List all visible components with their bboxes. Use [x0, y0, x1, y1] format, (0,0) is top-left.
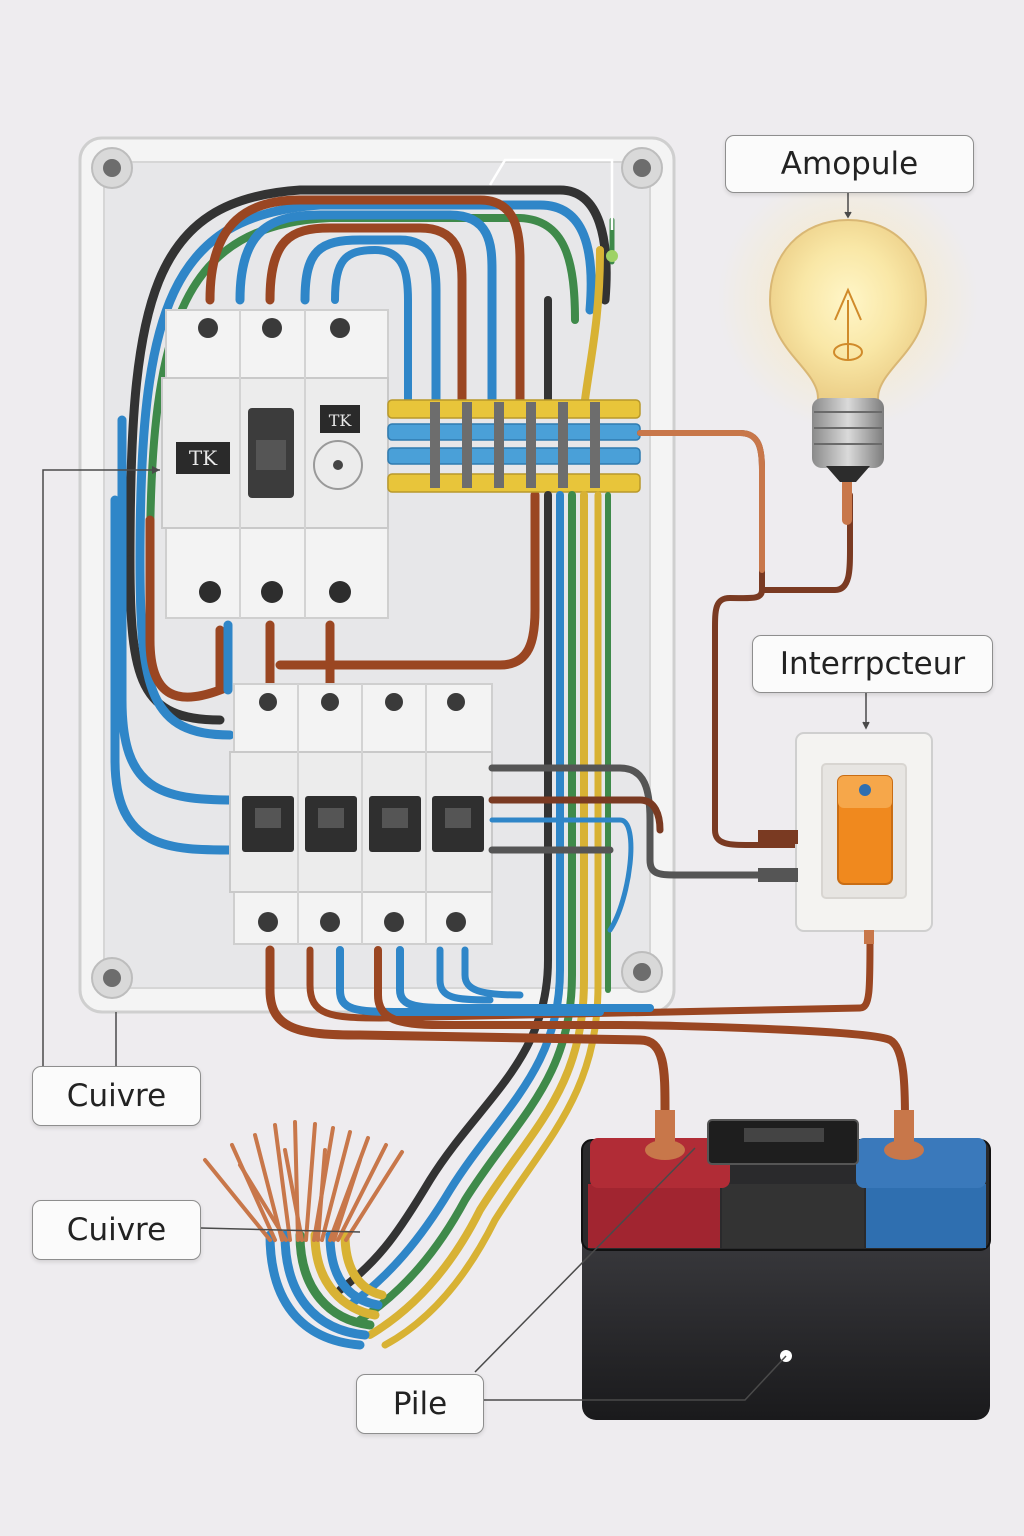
terminal-strip: [387, 399, 641, 493]
leader-lines: [42, 193, 870, 1401]
copper-strands-icon: [203, 1120, 404, 1242]
enclosure-screw-icon: [621, 147, 663, 189]
left-wire-bundle: [110, 415, 240, 855]
top-wire-bundle: [125, 185, 615, 565]
battery: [581, 1110, 991, 1420]
breaker-tag-left: TK: [189, 446, 218, 470]
test-dial-icon: [313, 440, 363, 490]
breaker-output-wires: [488, 764, 794, 933]
label-interrupteur: Interrpcteur: [752, 635, 993, 693]
enclosure-screw-icon: [91, 957, 133, 999]
bulb-base-icon: [812, 398, 884, 468]
label-cuivre-bottom: Cuivre: [32, 1200, 201, 1260]
breaker-tag-right: TK: [329, 411, 353, 430]
label-pile: Pile: [356, 1374, 484, 1434]
circuit-breaker-row: [229, 683, 493, 945]
leader-line: [488, 158, 614, 230]
enclosure-screw-icon: [621, 951, 663, 993]
negative-terminal-icon: [884, 1110, 924, 1160]
positive-terminal-icon: [645, 1110, 685, 1160]
link-wires: [223, 490, 540, 695]
switch-wire-terminal: [758, 868, 798, 882]
switch-indicator-icon: [859, 784, 871, 796]
loose-wire-bundle: [265, 1230, 387, 1350]
switch-wire-terminal: [758, 830, 798, 844]
label-ampoule: Amopule: [725, 135, 974, 193]
bottom-wire-bundle: [265, 936, 909, 1124]
main-breaker: TK TK: [161, 309, 389, 619]
wall-switch: [795, 732, 933, 944]
enclosure-screw-icon: [91, 147, 133, 189]
external-wiring: [637, 430, 853, 848]
label-cuivre-top: Cuivre: [32, 1066, 201, 1126]
trunk-wire-bundle: [336, 491, 611, 1349]
light-bulb: [718, 170, 978, 482]
indicator-led-icon: [606, 250, 618, 262]
